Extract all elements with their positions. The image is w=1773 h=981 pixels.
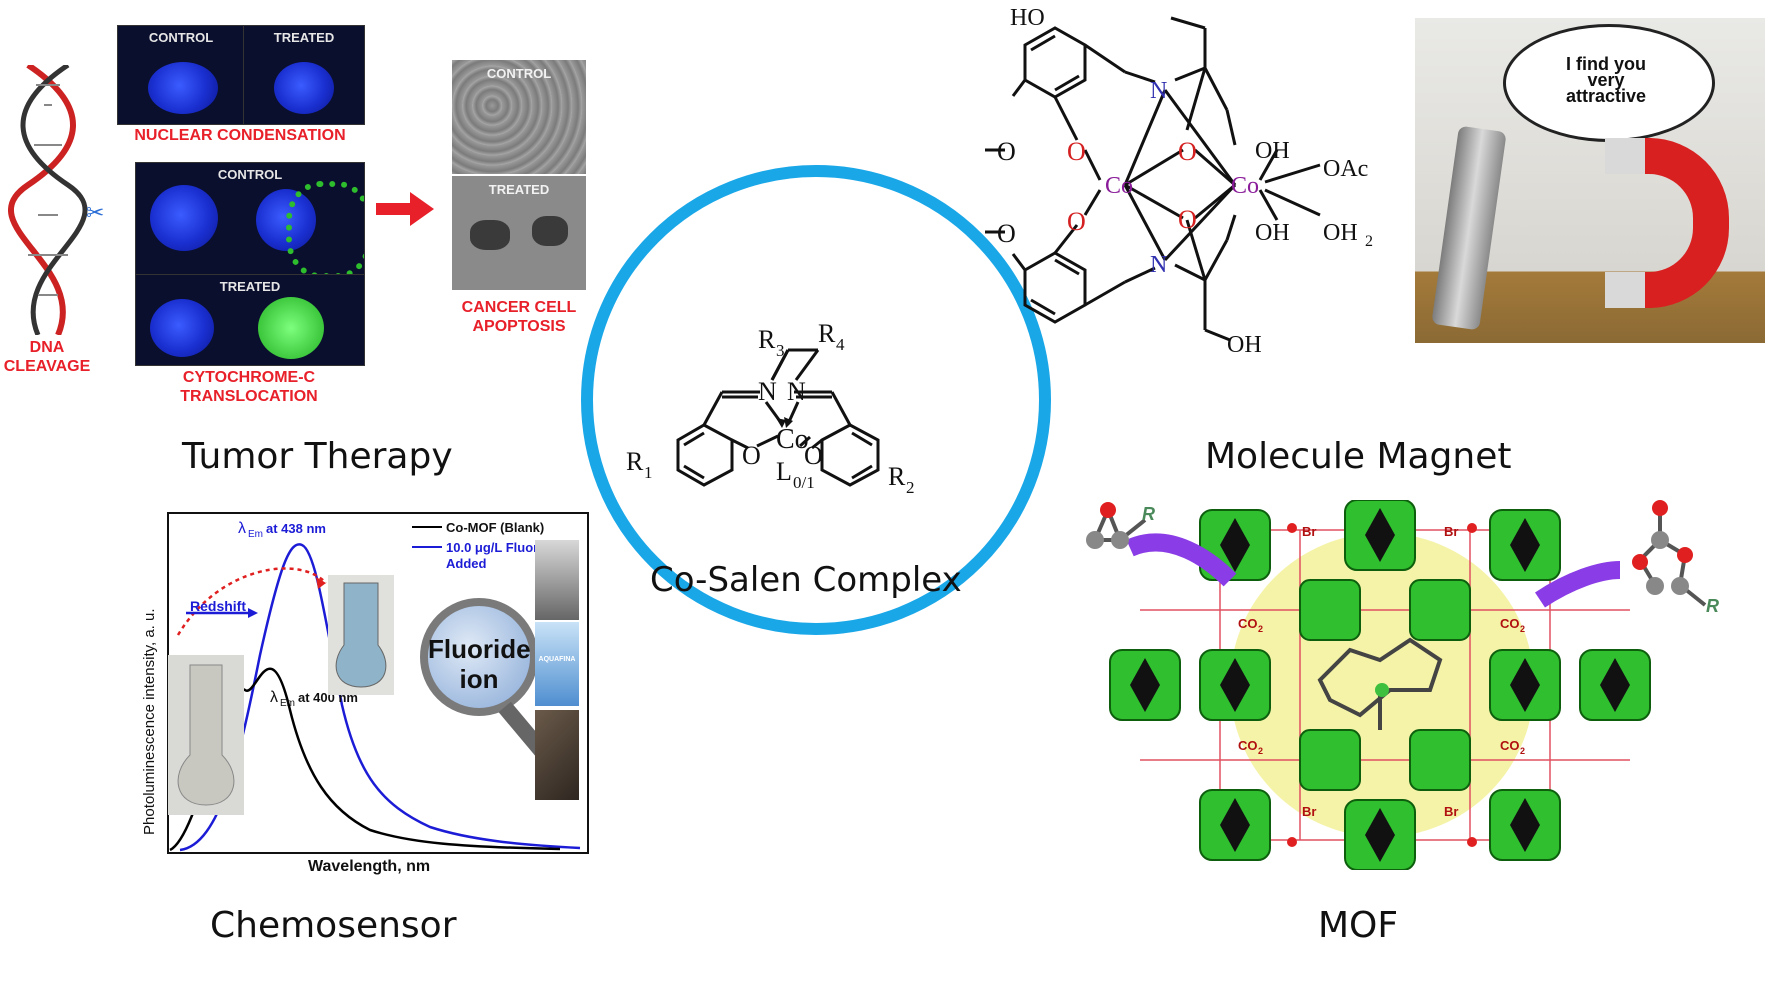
arrow-right-icon — [376, 192, 434, 226]
label-oh-mid1: OH — [1255, 138, 1290, 164]
chart-ylabel: Photoluminescence intensity, a. u. — [141, 608, 158, 835]
label-ho-top: HO — [1010, 5, 1045, 31]
tap-photo — [535, 540, 579, 620]
nuclear-caption: NUCLEAR CONDENSATION — [134, 127, 346, 144]
label-oh2: OH — [1323, 220, 1358, 246]
apoptosis-treated-image: TREATED — [452, 176, 586, 290]
atom-r1-sub: 1 — [644, 463, 653, 482]
svg-text:2: 2 — [1520, 624, 1525, 634]
nail-figure — [1431, 125, 1507, 331]
mof-co2-2: CO — [1500, 616, 1520, 631]
legend-fluoride-1: 10.0 μg/L Fluoride — [446, 540, 557, 555]
co-salen-title: Co-Salen Complex — [650, 560, 962, 600]
co-salen-structure: N N Co O O R 3 R 4 R 1 R 2 L 0/1 — [626, 320, 915, 497]
label-n-top: N — [1150, 78, 1167, 104]
atom-l-sub: 0/1 — [793, 473, 815, 492]
apoptosis-control-image: CONTROL — [452, 60, 586, 174]
peak-black-sub: Em — [280, 698, 295, 709]
label-o-2: O — [1067, 207, 1086, 236]
atom-o-right: O — [804, 441, 823, 470]
mof-br-3: Br — [1302, 804, 1316, 819]
lens-text-1: Fluoride — [428, 634, 531, 664]
atom-r3: R — [758, 325, 776, 354]
co-dimer-structure: HO O O O O O O N N Co Co OH OH OAc OH 2 … — [985, 5, 1373, 358]
atom-o-left: O — [742, 441, 761, 470]
nuclear-treated-image: TREATED — [243, 25, 365, 125]
atom-l: L — [776, 457, 792, 486]
atom-r2-sub: 2 — [906, 478, 915, 497]
cyto-treated-image: TREATED — [135, 274, 365, 366]
peak-black-lambda: λ — [270, 689, 278, 706]
mof-br-2: Br — [1444, 524, 1458, 539]
cyto-control-image: CONTROL — [135, 162, 365, 276]
chemosensor-title: Chemosensor — [210, 905, 457, 946]
photoluminescence-chart: Photoluminescence intensity, a. u. Wavel… — [141, 512, 589, 875]
scissors-icon: ✂ — [86, 200, 104, 225]
label-n-bottom: N — [1150, 252, 1167, 278]
label-methoxy-bottom: O — [997, 219, 1016, 248]
mof-structure: R R Br Br Br Br CO 2 CO 2 CO 2 CO 2 — [1086, 500, 1719, 870]
atom-r2: R — [888, 462, 906, 491]
peak-blue-sub: Em — [248, 529, 263, 540]
peak-blue-lambda: λ — [238, 520, 246, 537]
label-oh-mid2: OH — [1255, 220, 1290, 246]
dna-helix-graphic: ✂ — [8, 65, 104, 335]
legend-fluoride-2: Added — [446, 556, 487, 571]
lens-text-2: ion — [459, 664, 499, 694]
label-oh2-sub: 2 — [1365, 233, 1373, 250]
mof-br-4: Br — [1444, 804, 1458, 819]
label-co-2: Co — [1231, 173, 1259, 199]
mof-r-right: R — [1706, 596, 1719, 616]
molecule-magnet-title: Molecule Magnet — [1205, 436, 1512, 477]
mof-br-1: Br — [1302, 524, 1316, 539]
label-o-3: O — [1178, 137, 1197, 166]
atom-r4-sub: 4 — [836, 335, 845, 354]
label-oh-bottom: OH — [1227, 332, 1262, 358]
water-bottle-photo: AQUAFINA — [535, 622, 579, 706]
mof-co2-3: CO — [1238, 738, 1258, 753]
tumor-therapy-title: Tumor Therapy — [182, 436, 453, 477]
label-co-1: Co — [1105, 173, 1133, 199]
atom-r4: R — [818, 320, 836, 348]
legend-blank: Co-MOF (Blank) — [446, 520, 544, 535]
mof-co2-1: CO — [1238, 616, 1258, 631]
svg-text:2: 2 — [1520, 746, 1525, 756]
atom-co: Co — [776, 424, 809, 455]
mof-co2-4: CO — [1500, 738, 1520, 753]
svg-text:2: 2 — [1258, 624, 1263, 634]
redshift-label: Redshift — [190, 598, 246, 614]
label-o-4: O — [1178, 205, 1197, 234]
speech-bubble-text: I find you very attractive — [1565, 54, 1647, 106]
mof-title: MOF — [1318, 905, 1399, 946]
magnet-cartoon: I find you very attractive — [1415, 18, 1765, 343]
chart-xlabel: Wavelength, nm — [308, 858, 430, 875]
fluoride-lens: Fluoride ion — [420, 598, 538, 716]
atom-n-left: N — [758, 377, 777, 406]
label-oac: OAc — [1323, 156, 1368, 182]
label-methoxy-top: O — [997, 137, 1016, 166]
peak-blue-value: at 438 nm — [266, 521, 326, 536]
label-o-1: O — [1067, 137, 1086, 166]
svg-text:2: 2 — [1258, 746, 1263, 756]
atom-r1: R — [626, 447, 644, 476]
mof-r-left: R — [1142, 504, 1155, 524]
atom-r3-sub: 3 — [776, 341, 785, 360]
atom-n-right: N — [787, 377, 806, 406]
nuclear-control-image: CONTROL — [117, 25, 245, 125]
rock-photo — [535, 710, 579, 800]
